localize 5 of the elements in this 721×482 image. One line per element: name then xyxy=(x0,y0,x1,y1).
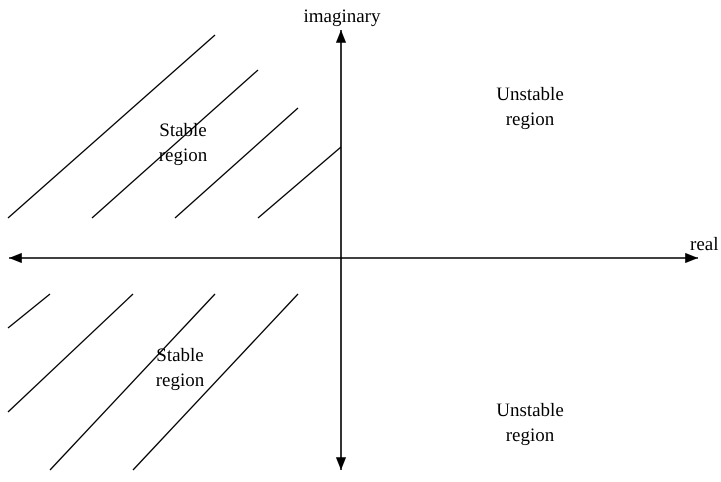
axis-label: imaginary xyxy=(302,5,382,29)
region-label: Unstable region xyxy=(495,399,565,448)
region-label: Stable region xyxy=(154,344,206,393)
axis-label: real xyxy=(690,233,720,257)
region-label: Unstable region xyxy=(495,83,565,132)
